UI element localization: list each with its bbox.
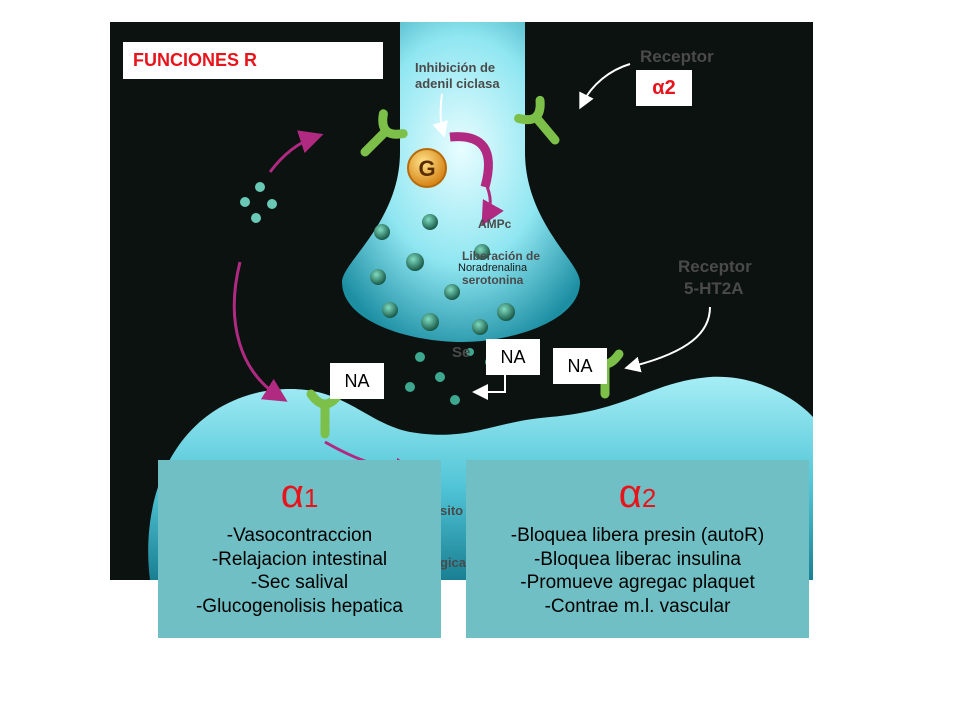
receptor-5ht2a-label-2: 5-HT2A	[684, 279, 744, 298]
alpha1-heading: α1	[158, 472, 441, 520]
vesicles	[370, 214, 515, 335]
list-item: -Vasocontraccion	[226, 525, 373, 546]
partial-label-sito: sito	[440, 503, 463, 518]
alpha2-function-list: -Bloquea libera presin (autoR) -Bloquea …	[466, 524, 809, 618]
liberacion-label-1: Liberación de	[462, 249, 540, 263]
alpha1-index: 1	[303, 483, 319, 513]
receptor-5ht2a-label-1: Receptor	[678, 257, 752, 276]
g-protein-icon	[407, 148, 447, 188]
alpha2-symbol: α	[618, 472, 642, 516]
alpha2-heading: α2	[466, 472, 809, 520]
alpha1-functions-panel: α1 -Vasocontraccion -Relajacion intestin…	[158, 460, 441, 638]
receptor-pointer-arrow	[579, 63, 631, 110]
5ht2a-pointer-arrow	[624, 306, 711, 373]
list-item: -Sec salival	[250, 572, 349, 593]
adenylyl-cyclase-arc	[449, 132, 493, 189]
list-item: -Promueve agregac plaquet	[520, 572, 755, 593]
alpha2-functions-panel: α2 -Bloquea libera presin (autoR) -Bloqu…	[466, 460, 809, 638]
list-item: -Bloquea liberac insulina	[533, 548, 741, 570]
ampc-label: AMPc	[478, 217, 512, 231]
na-label-left: NA	[330, 363, 384, 399]
g-protein-label: G	[418, 156, 435, 181]
alpha2-receptor-tag: α2	[636, 70, 692, 106]
feedback-arrow-top	[268, 130, 324, 173]
presynaptic-terminal	[342, 22, 580, 342]
list-item: -Contrae m.l. vascular	[544, 595, 731, 617]
noradrenalina-label: Noradrenalina	[458, 262, 528, 274]
slide-title: FUNCIONES R	[123, 42, 383, 79]
partial-label-gica: gica	[440, 555, 467, 570]
partial-label-se: Se	[452, 344, 470, 361]
list-item: -Glucogenolisis hepatica	[195, 595, 403, 617]
receptor-label: Receptor	[640, 47, 714, 66]
na-release-arrow	[472, 367, 506, 400]
na-label-right: NA	[553, 348, 607, 384]
ampc-arrow	[481, 181, 504, 226]
inhibicion-label-2: adenil ciclasa	[415, 76, 500, 91]
feedback-arrow-left	[232, 261, 288, 402]
alpha1-symbol: α	[280, 472, 304, 516]
inhibition-pointer-arrow	[432, 93, 448, 138]
list-item: -Relajacion intestinal	[211, 548, 388, 570]
alpha2-index: 2	[641, 483, 657, 513]
list-item: -Bloquea libera presin (autoR)	[510, 525, 765, 546]
alpha1-function-list: -Vasocontraccion -Relajacion intestinal …	[158, 524, 441, 618]
na-label-center: NA	[486, 339, 540, 375]
inhibicion-label-1: Inhibición de	[415, 60, 495, 75]
liberacion-label-2: serotonina	[462, 273, 524, 287]
